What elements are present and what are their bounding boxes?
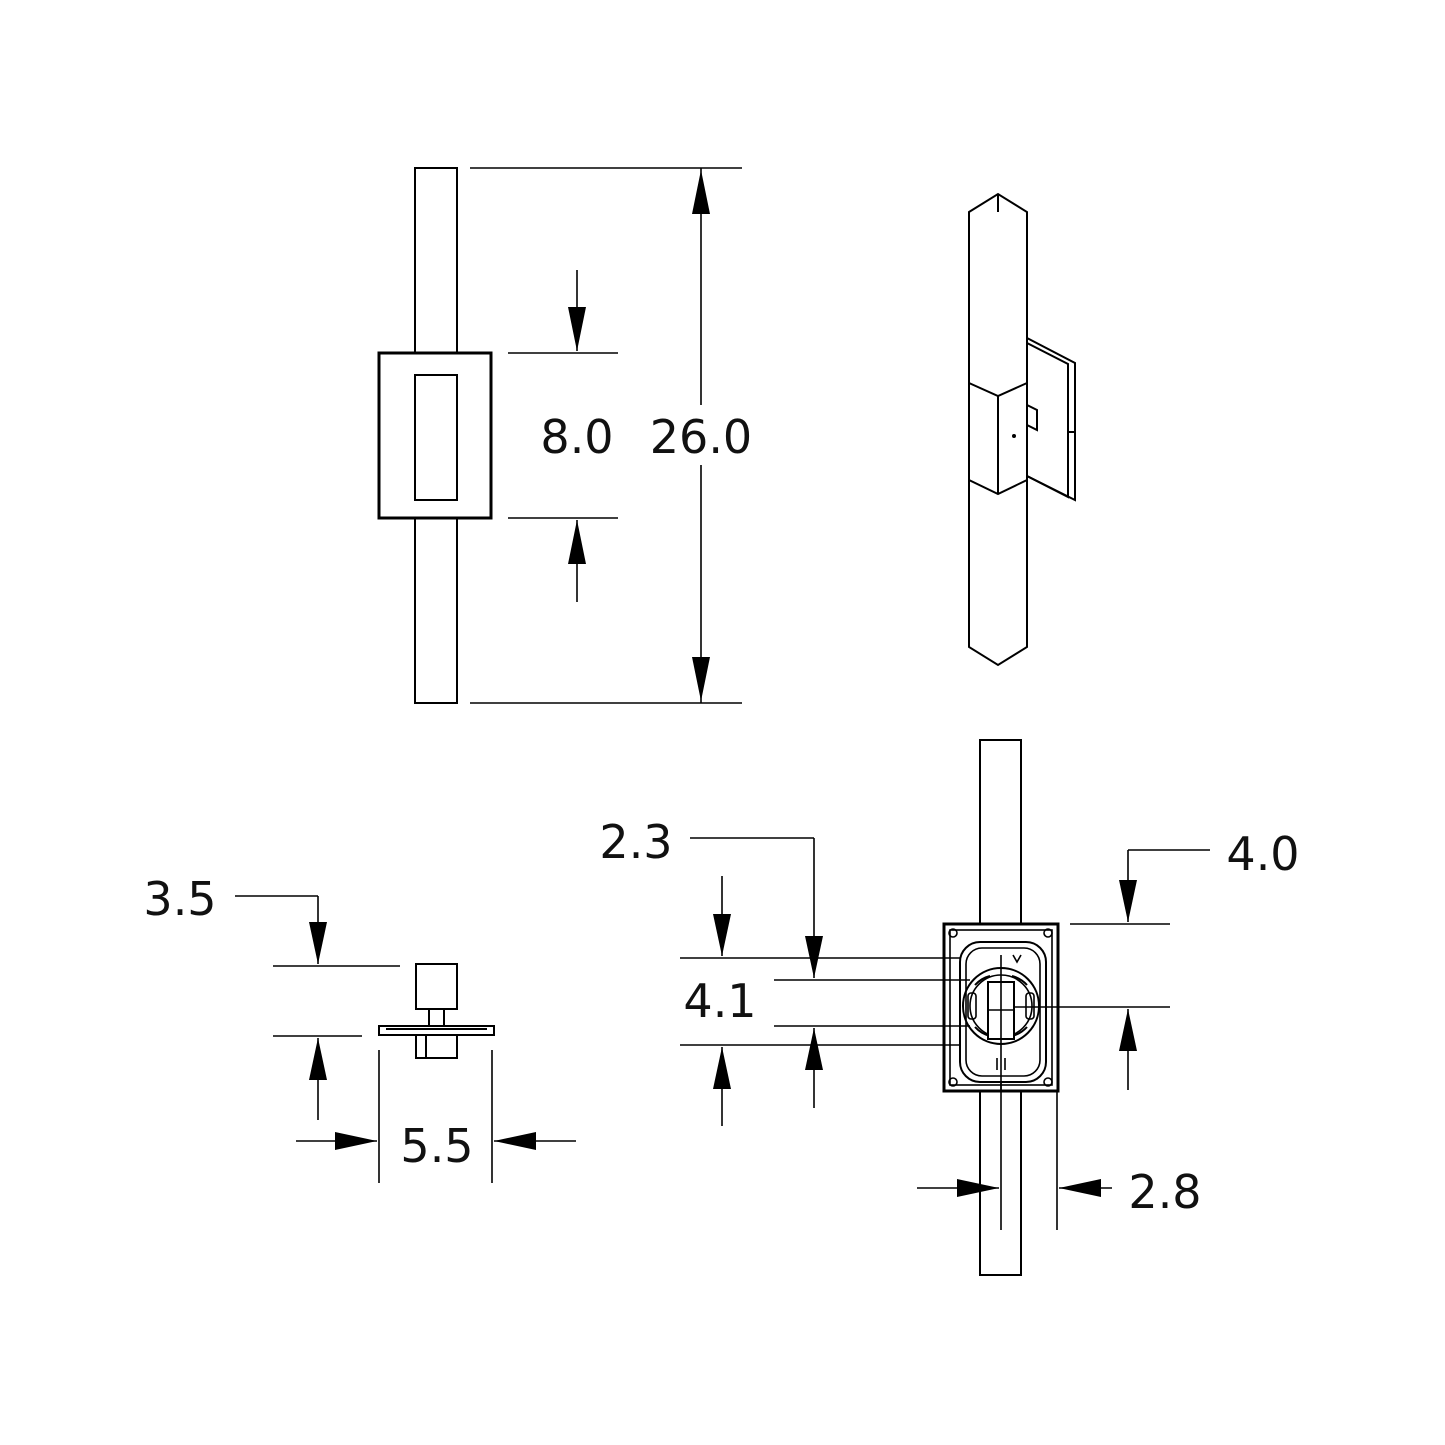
arrow-up bbox=[713, 1047, 731, 1089]
dim-label-3-5: 3.5 bbox=[143, 872, 216, 926]
dimension-2-3: 2.3 bbox=[599, 815, 970, 1108]
front-backplate bbox=[377, 351, 493, 520]
arrow-up bbox=[1119, 1009, 1137, 1051]
arrow-up bbox=[805, 1028, 823, 1070]
arrow-up bbox=[309, 1038, 327, 1080]
arrow-up bbox=[692, 170, 710, 214]
dimension-3-5: 3.5 bbox=[143, 872, 400, 1120]
front-view bbox=[377, 167, 493, 704]
dim-label-2-8: 2.8 bbox=[1128, 1165, 1201, 1219]
dimension-5-5: 5.5 bbox=[296, 1050, 576, 1183]
arrow-up bbox=[568, 520, 586, 564]
arrow-down bbox=[1119, 880, 1137, 922]
arrow-down bbox=[713, 914, 731, 956]
dimension-26-0: 26.0 bbox=[470, 167, 752, 704]
arrow-down bbox=[309, 922, 327, 964]
side-view bbox=[968, 192, 1076, 667]
junction-box-outline bbox=[959, 941, 1047, 1083]
top-view-plate bbox=[378, 1025, 495, 1036]
arrow-left bbox=[1059, 1179, 1101, 1197]
top-view-cap bbox=[415, 963, 458, 1010]
dimension-2-8: 2.8 bbox=[917, 1091, 1202, 1230]
front-tube-center bbox=[414, 374, 458, 501]
dim-label-4-1: 4.1 bbox=[683, 974, 756, 1028]
dim-label-5-5: 5.5 bbox=[400, 1119, 473, 1173]
top-view bbox=[378, 963, 495, 1059]
dim-label-8-0: 8.0 bbox=[540, 410, 613, 464]
arrow-down bbox=[805, 936, 823, 978]
arrow-down bbox=[568, 307, 586, 351]
dim-label-26-0: 26.0 bbox=[650, 410, 752, 464]
arrow-right bbox=[335, 1132, 377, 1150]
dimension-4-1: 4.1 bbox=[680, 876, 960, 1126]
dim-label-2-3: 2.3 bbox=[599, 815, 672, 869]
dim-label-4-0: 4.0 bbox=[1226, 827, 1299, 881]
arrow-left bbox=[494, 1132, 536, 1150]
top-view-bracket bbox=[415, 1034, 458, 1059]
dimension-4-0: 4.0 bbox=[1014, 827, 1300, 1090]
dimension-8-0: 8.0 bbox=[508, 270, 618, 602]
arrow-down bbox=[692, 657, 710, 701]
arrow-right bbox=[957, 1179, 999, 1197]
